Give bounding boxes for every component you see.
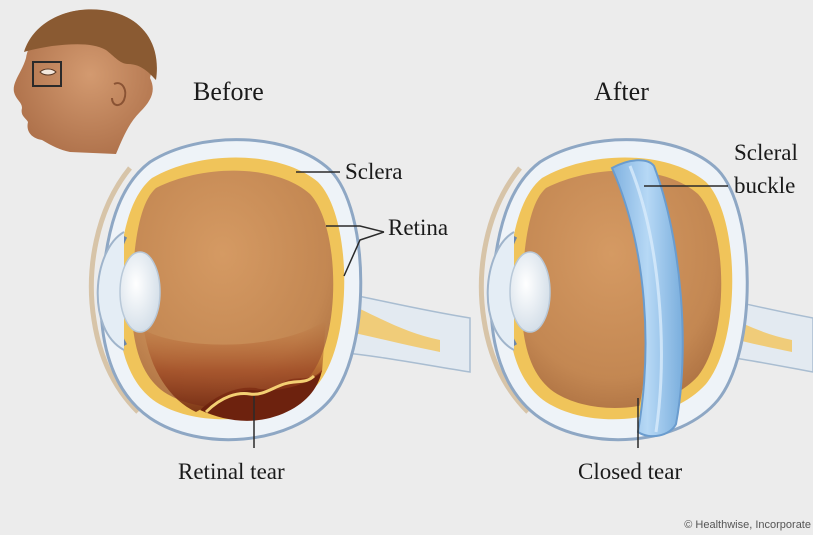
retina-label: Retina [388,216,448,239]
sclera-label: Sclera [345,160,402,183]
head-thumbnail [14,9,157,154]
retinal-tear-label: Retinal tear [178,460,285,483]
closed-tear-label: Closed tear [578,460,682,483]
buckle-label-line2: buckle [734,174,795,197]
after-title: After [594,79,649,105]
before-title: Before [193,79,264,105]
copyright-credit: © Healthwise, Incorporate [684,519,811,531]
before-eye [91,140,470,448]
scleral-label-line1: Scleral [734,141,798,164]
